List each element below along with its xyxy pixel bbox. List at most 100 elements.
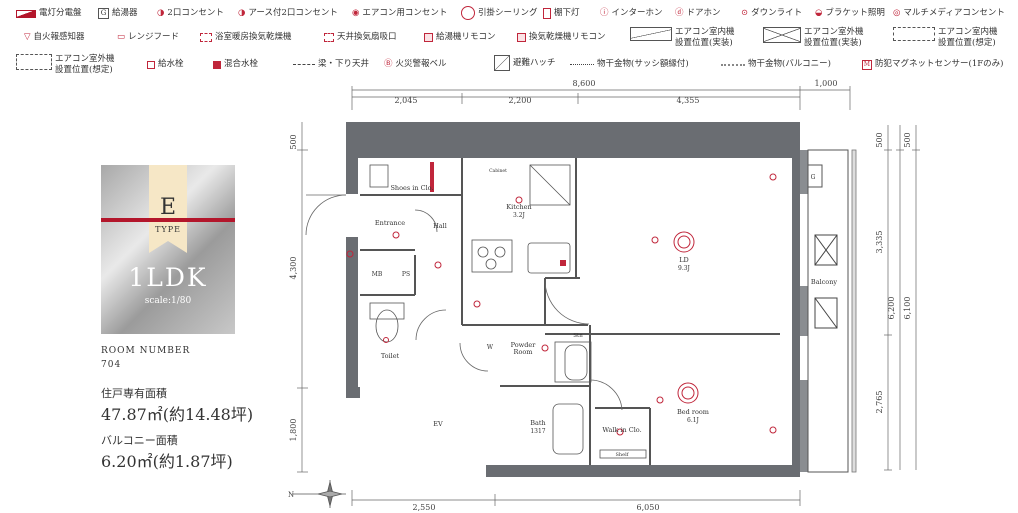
outlet-2-icon: ◑: [157, 8, 165, 18]
dim-right-1: 500: [875, 132, 884, 147]
downlight-icon: ⊙: [741, 8, 749, 18]
ac-outlet-icon: ◉: [352, 8, 360, 18]
range-hood-icon: ▭: [117, 32, 126, 42]
legend-item: ◉ エアコン用コンセント: [352, 8, 448, 18]
type-letter: E: [159, 195, 177, 220]
dim-right-4: 6,200: [887, 297, 896, 320]
dimension-labels: 8,600 1,000 2,045 2,200 4,355 2,550 6,05…: [289, 79, 912, 512]
layout-label: 1LDK: [128, 263, 208, 292]
legend-item: ▭ レンジフード: [117, 32, 180, 42]
svg-text:N: N: [288, 491, 294, 499]
dim-bottom-2: 6,050: [637, 503, 660, 512]
legend-item: 引掛シーリング: [461, 6, 538, 20]
dim-left-2: 4,300: [289, 257, 298, 280]
legend-item: ▽ 自火報感知器: [24, 32, 85, 42]
balcony-area-label: バルコニー面積: [101, 434, 178, 447]
legend-item: 梁・下り天井: [293, 59, 369, 70]
scale-label: scale:1/80: [144, 296, 192, 306]
room-powder: Powder: [511, 341, 537, 349]
room-ps: PS: [402, 271, 410, 278]
legend-item: ◑ アース付2口コンセント: [238, 8, 338, 18]
room-bath: Bath: [530, 419, 545, 427]
water-heater-icon: G: [98, 8, 109, 19]
fire-bell-icon: Ⓑ: [384, 59, 393, 69]
dimension-lines: [297, 86, 920, 506]
room-kitchen-size: 3.2J: [513, 212, 526, 219]
legend-item: 換気乾燥機リモコン: [517, 32, 606, 43]
legend-item: 物干金物(バルコニー): [721, 59, 831, 70]
bath-dryer-icon: [200, 33, 212, 42]
type-word: TYPE: [155, 225, 181, 234]
area-label: 住戸専有面積: [101, 387, 167, 400]
dim-top-1: 2,045: [395, 96, 418, 105]
legend-item: 物干金物(サッシ額縁付): [570, 59, 689, 70]
dim-top-right: 1,000: [815, 79, 838, 88]
dryer-remote-icon: [517, 33, 526, 42]
bracket-light-icon: ◒: [815, 8, 823, 18]
label-stn: Stn: [573, 333, 583, 339]
ceiling-vent-icon: [324, 33, 334, 42]
room-ld: LD: [679, 256, 689, 264]
ac-outdoor-planned-icon: [16, 54, 52, 70]
legend-item: エアコン室外機設置位置(実装): [763, 27, 864, 49]
north-compass: N: [288, 480, 346, 508]
escape-hatch-icon: [494, 55, 510, 71]
legend-item: 天井換気扇吸口: [324, 32, 397, 43]
balcony-outline: [807, 149, 849, 473]
ac-outdoor-unit: [814, 234, 838, 266]
ac-indoor-planned-icon: [893, 27, 935, 41]
dim-right-3: 2,765: [875, 391, 884, 414]
mixing-faucet-icon: [213, 60, 221, 69]
electrical-symbols: [346, 173, 777, 436]
room-bedroom: Bed room: [677, 408, 709, 416]
legend-item: 棚下灯: [543, 8, 580, 19]
legend-item: ⊙ ダウンライト: [741, 8, 803, 18]
multimedia-outlet-icon: ◎: [893, 8, 901, 18]
legend-item: エアコン室外機設置位置(想定): [16, 54, 115, 76]
legend-item: G 給湯器: [98, 8, 138, 19]
dim-top-3: 4,355: [677, 96, 700, 105]
room-bath-size: 1317: [530, 428, 545, 435]
legend-item: ◑ 2口コンセント: [157, 8, 224, 18]
heater-remote-icon: [424, 33, 433, 42]
room-shoes: Shoes in Clo.: [390, 184, 433, 192]
room-balcony: Balcony: [811, 278, 837, 286]
drying-fixture-sash-icon: [570, 64, 594, 65]
walls: [346, 122, 808, 477]
room-ld-size: 9.3J: [678, 265, 691, 272]
legend-item: 電灯分電盤: [16, 8, 82, 19]
room-entrance: Entrance: [375, 219, 405, 227]
legend-item: M 防犯マグネットセンサー(1Fのみ): [862, 59, 1004, 70]
panel-board: [430, 162, 434, 192]
ceiling-hook-icon: [461, 6, 475, 20]
room-toilet: Toilet: [381, 352, 400, 360]
legend-item: ⓓ ドアホン: [675, 8, 721, 18]
room-bedroom-size: 6.1J: [687, 417, 700, 424]
room-hall: Hall: [433, 222, 447, 230]
legend-item: エアコン室内機設置位置(想定): [893, 27, 998, 49]
room-walkin: Walk in Clo.: [602, 426, 641, 434]
room-ev: EV: [433, 420, 443, 428]
dim-top-2: 2,200: [509, 96, 532, 105]
balcony-area-value: 6.20㎡(約1.87坪): [101, 452, 233, 471]
dim-left-3: 1,800: [289, 419, 298, 442]
room-labels: Shoes in Clo. Entrance Hall Kitchen 3.2J…: [372, 168, 838, 458]
type-card: E TYPE 1LDK scale:1/80: [101, 165, 235, 334]
panel-icon: [16, 9, 36, 18]
legend-item: 避難ハッチ: [494, 55, 556, 71]
dim-right-6: 500: [903, 132, 912, 147]
room-kitchen: Kitchen: [506, 203, 531, 211]
shelf-light-icon: [543, 8, 551, 19]
outlet-ground-icon: ◑: [238, 8, 246, 18]
area-value: 47.87㎡(約14.48坪): [101, 405, 254, 424]
drying-fixture-balcony-icon: [721, 63, 745, 66]
doors: [305, 194, 623, 411]
room-number: 704: [101, 360, 122, 370]
legend: 電灯分電盤 G 給湯器 ◑ 2口コンセント ◑ アース付2口コンセント ◉ エア…: [0, 0, 1018, 84]
legend-item: ◎ マルチメディアコンセント: [893, 8, 1005, 18]
legend-item: Ⓑ 火災警報ベル: [384, 59, 447, 69]
label-shelf: Shelf: [615, 452, 629, 458]
type-ribbon: [149, 165, 187, 253]
dim-top-total: 8,600: [573, 79, 596, 88]
